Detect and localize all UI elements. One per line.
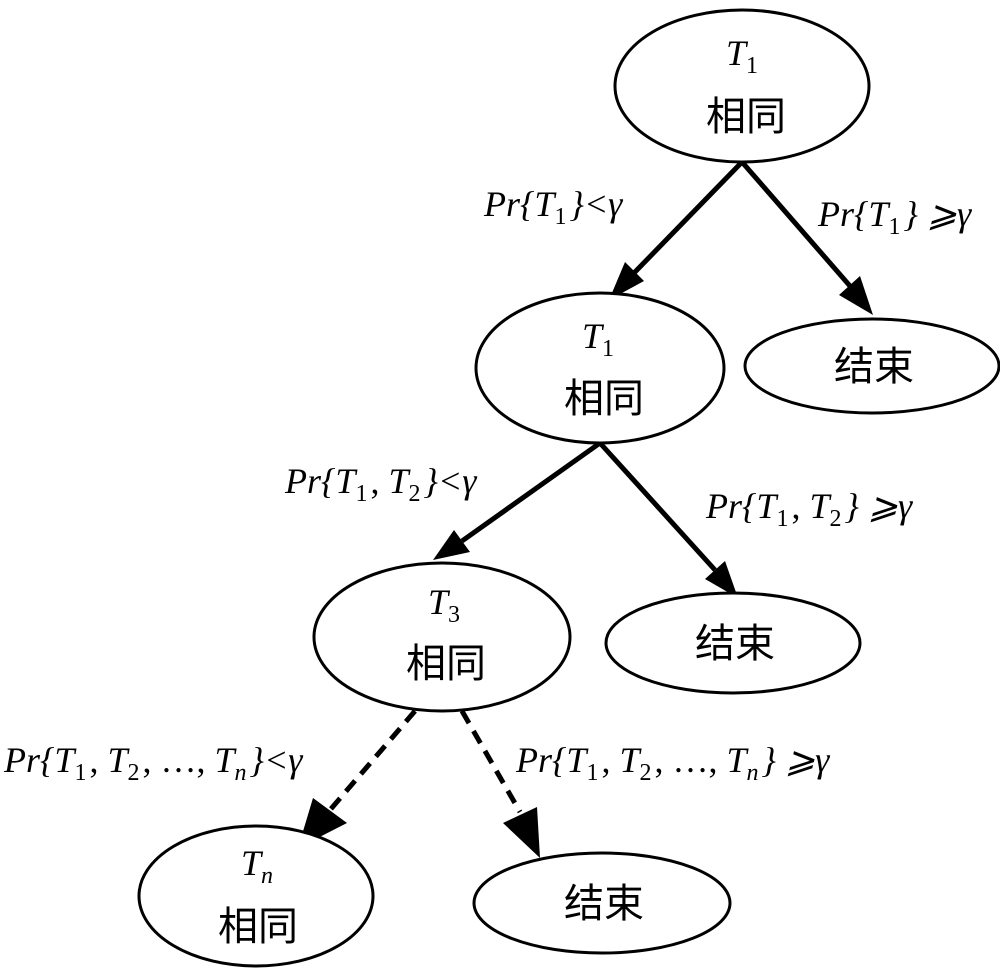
- edge-label-sub: 1: [554, 204, 566, 230]
- edge-label-suffix: } ⩾γ: [762, 740, 831, 780]
- node-level3-var: T: [428, 582, 451, 622]
- edge-level3-to-leafN: [298, 709, 417, 848]
- edge-label-var: T: [809, 486, 832, 526]
- edge-label-sub: 1: [888, 214, 900, 240]
- edge-label-suffix: } ⩾γ: [845, 486, 914, 526]
- node-level3-sub: 3: [448, 602, 460, 628]
- node-end3-label: 结束: [564, 881, 644, 927]
- node-level3: T3 相同: [312, 561, 572, 713]
- edge-level2-to-end2: [598, 441, 738, 598]
- edge-label-suffix: }<γ: [424, 461, 478, 501]
- edge-label-var: T: [534, 184, 557, 224]
- edge-label-var: T: [388, 461, 411, 501]
- edge-label-sub: 1: [74, 760, 86, 786]
- edge-label-var: T: [727, 740, 750, 780]
- edge-label-var: T: [54, 740, 77, 780]
- edge-label-suffix: }<γ: [569, 184, 623, 224]
- edge-label-sep: ,: [601, 740, 619, 780]
- node-end1-label: 结束: [834, 344, 914, 390]
- edge-label-var: T: [215, 740, 238, 780]
- edge-label-prefix: Pr{: [705, 486, 757, 526]
- edge-label-e3-right: Pr{T1 , T2 , …, Tn } ⩾γ: [515, 740, 830, 786]
- edge-label-e1-left: Pr{T1 }<γ: [483, 184, 623, 230]
- edge-label-sep: ,: [655, 740, 673, 780]
- node-leafN-label: 相同: [218, 904, 298, 950]
- node-level2: T1 相同: [474, 291, 726, 445]
- edge-label-ellipsis: …: [161, 740, 197, 780]
- edge-root-to-level2: [609, 160, 744, 300]
- svg-text:T1: T1: [726, 33, 758, 79]
- edge-label-sep: ,: [370, 461, 388, 501]
- edge-label-e3-left: Pr{T1 , T2 , …, Tn }<γ: [3, 740, 303, 786]
- edge-label-sub: 2: [127, 760, 139, 786]
- node-end1: 结束: [743, 317, 1000, 415]
- node-leafN: Tn 相同: [137, 824, 375, 968]
- edge-level2-to-level3: [433, 440, 602, 560]
- edge-label-sub: 1: [355, 481, 367, 507]
- edge-label-prefix: Pr{: [284, 461, 336, 501]
- node-root-sub: 1: [746, 53, 758, 79]
- edge-label-sub: 2: [829, 506, 841, 532]
- edge-label-prefix: Pr{: [3, 740, 55, 780]
- edge-label-sub: 1: [586, 760, 598, 786]
- edge-label-prefix: Pr{: [515, 740, 567, 780]
- edge-label-e2-right: Pr{T1 , T2 } ⩾γ: [705, 486, 913, 532]
- node-end3: 结束: [472, 851, 732, 955]
- edge-label-sub: n: [747, 760, 759, 786]
- node-leafN-var: T: [241, 843, 264, 883]
- edge-label-var: T: [619, 740, 642, 780]
- edge-label-sub: 1: [776, 506, 788, 532]
- node-level2-var: T: [582, 316, 605, 356]
- node-level3-label: 相同: [406, 641, 486, 687]
- node-end2-label: 结束: [695, 621, 775, 667]
- node-end2: 结束: [604, 591, 862, 695]
- svg-text:Tn: Tn: [241, 843, 273, 889]
- node-leafN-sub: n: [261, 863, 273, 889]
- node-level2-sub: 1: [602, 336, 614, 362]
- edge-label-var: T: [868, 194, 891, 234]
- edge-label-prefix: Pr{: [817, 194, 869, 234]
- edge-label-prefix: Pr{: [483, 184, 535, 224]
- edge-label-sub: 2: [639, 760, 651, 786]
- edge-label-sep: ,: [791, 486, 809, 526]
- edge-label-e2-left: Pr{T1 , T2 }<γ: [284, 461, 477, 507]
- node-level2-label: 相同: [564, 376, 644, 422]
- edge-label-var: T: [335, 461, 358, 501]
- edge-label-sep: ,: [197, 740, 215, 780]
- edge-label-sub: n: [235, 760, 247, 786]
- edge-root-to-end1: [740, 160, 873, 315]
- svg-text:T3: T3: [428, 582, 460, 628]
- edge-label-ellipsis: …: [673, 740, 709, 780]
- svg-text:T1: T1: [582, 316, 614, 362]
- edge-label-sub: 2: [408, 481, 420, 507]
- edge-label-sep: ,: [709, 740, 727, 780]
- edge-label-var: T: [756, 486, 779, 526]
- edge-label-suffix: }<γ: [250, 740, 304, 780]
- edge-label-sep: ,: [89, 740, 107, 780]
- edge-label-suffix: } ⩾γ: [903, 194, 972, 234]
- edge-label-e1-right: Pr{T1 } ⩾γ: [817, 194, 972, 240]
- node-root: T1 相同: [613, 8, 871, 164]
- edge-label-var: T: [107, 740, 130, 780]
- edge-level3-to-end3: [459, 709, 540, 858]
- node-root-label: 相同: [706, 94, 786, 140]
- edge-label-var: T: [566, 740, 589, 780]
- edge-label-sep: ,: [143, 740, 161, 780]
- node-root-var: T: [726, 33, 749, 73]
